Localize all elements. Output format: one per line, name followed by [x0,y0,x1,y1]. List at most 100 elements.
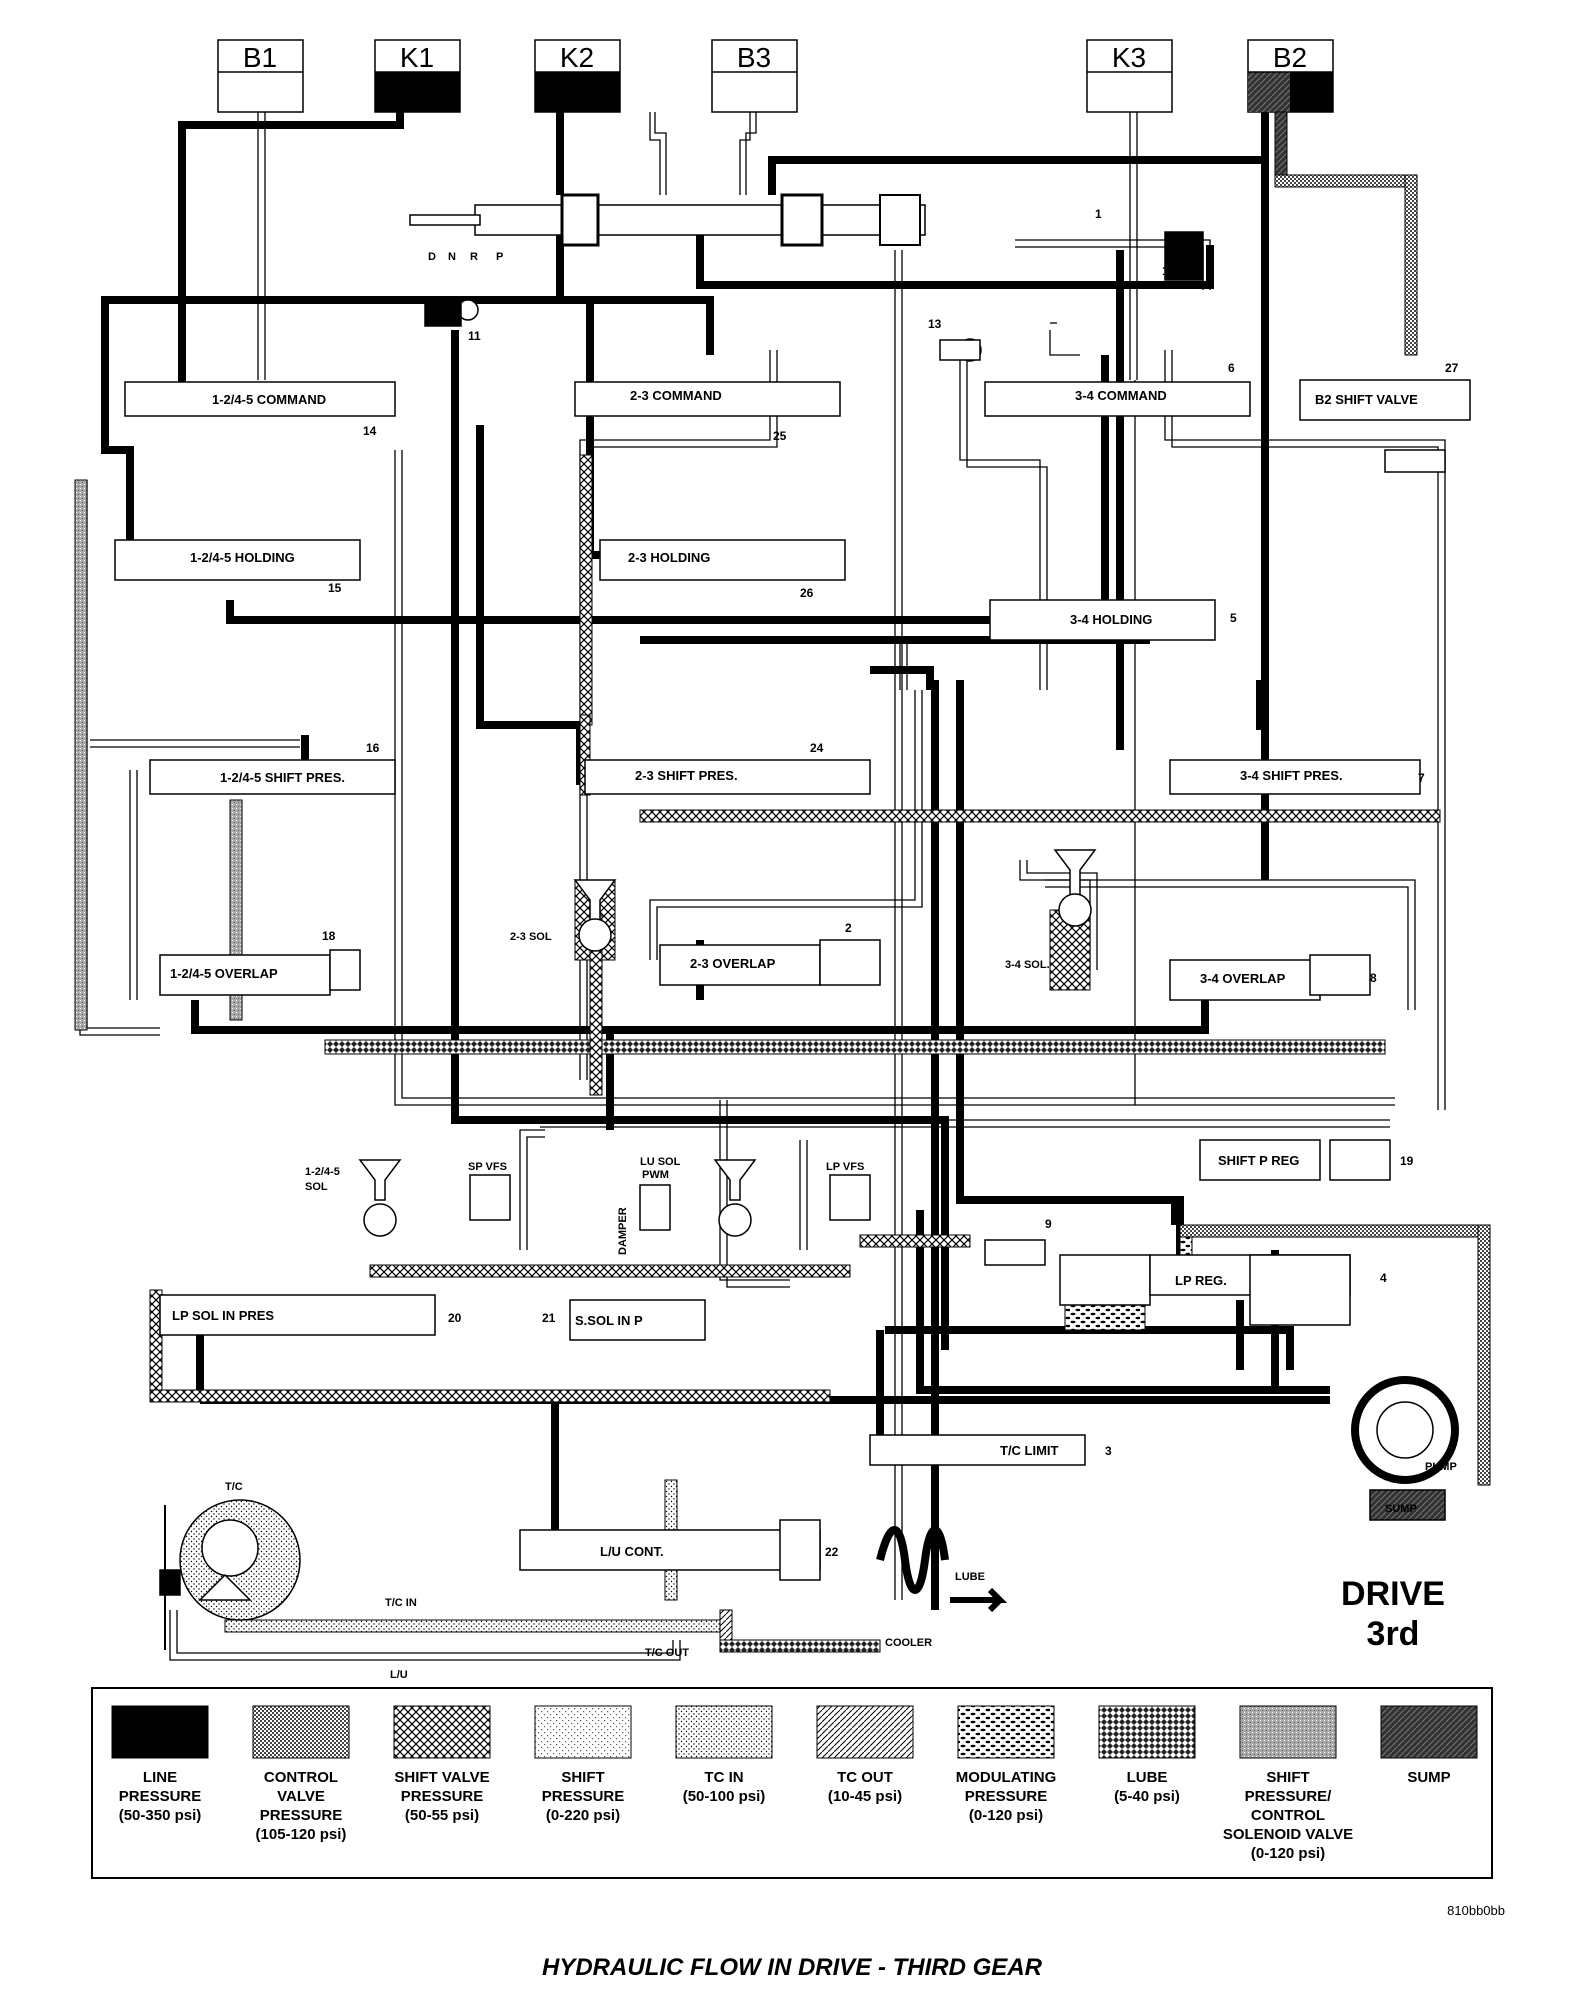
patterned-passages [74,111,1491,1653]
valve-lp-reg: LP REG. [1175,1273,1227,1288]
legend-text-line: CONTROL [264,1769,338,1786]
clutch-label: B1 [243,42,277,73]
legend-text-line: (0-120 psi) [969,1807,1043,1824]
valve-34-shift-pres: 3-4 SHIFT PRES. [1240,768,1343,783]
component-number-10: 10 [1162,264,1176,278]
legend-text-line: SHIFT [1266,1769,1309,1786]
component-number-24: 24 [810,741,824,755]
manual-valve-number: 1 [1095,207,1102,221]
legend-swatch [393,1705,491,1759]
component-number-21: 21 [542,1311,556,1325]
legend-text-line: (0-220 psi) [546,1807,620,1824]
manual-pos-n: N [448,251,456,263]
pump-label: PUMP [1425,1461,1457,1473]
legend-swatch [957,1705,1055,1759]
solenoid-lu-label-line1: LU SOL [640,1156,681,1168]
solenoid-sp-vfs-label: SP VFS [468,1161,507,1173]
valve-b2-shift: B2 SHIFT VALVE [1315,392,1418,407]
legend-swatch [816,1705,914,1759]
manual-pos-r: R [470,251,478,263]
legend-text-line: PRESSURE [260,1807,343,1824]
legend-text-line: PRESSURE [401,1788,484,1805]
component-number-6: 6 [1228,361,1235,375]
valve-1245-holding: 1-2/4-5 HOLDING [190,550,295,565]
legend-text-line: PRESSURE [965,1788,1048,1805]
legend-text-line: TC IN [704,1769,743,1786]
manual-pos-d: D [428,251,436,263]
valve-23-command: 2-3 COMMAND [630,388,722,403]
clutch-b1: B1 [217,39,304,113]
legend-text-line: SOLENOID VALVE [1223,1826,1353,1843]
solenoid-1245-label-line2: SOL [305,1181,328,1193]
component-number-7: 7 [1418,771,1425,785]
legend-item-sump: SUMP [1380,1705,1478,1786]
legend-swatch [534,1705,632,1759]
legend-swatch [675,1705,773,1759]
legend-item-lube: LUBE (5-40 psi) [1098,1705,1196,1805]
line-pressure-circuits [101,112,1330,1610]
valve-bodies [114,193,1471,1650]
valve-1245-overlap: 1-2/4-5 OVERLAP [170,966,278,981]
component-number-19: 19 [1400,1154,1414,1168]
valve-s-sol-in-p: S.SOL IN P [575,1313,643,1328]
legend-swatch [1239,1705,1337,1759]
valve-23-holding: 2-3 HOLDING [628,550,710,565]
manual-pos-p: P [496,251,503,263]
valve-1245-shift-pres: 1-2/4-5 SHIFT PRES. [220,770,345,785]
component-number-25: 25 [773,429,787,443]
component-number-9: 9 [1045,1217,1052,1231]
component-number-5: 5 [1230,611,1237,625]
legend-text-line: LUBE [1127,1769,1168,1786]
figure-code: 810bb0bb [1447,1903,1505,1918]
clutch-label: K3 [1112,42,1146,73]
legend-swatch [1380,1705,1478,1759]
legend-text-line: (5-40 psi) [1114,1788,1180,1805]
component-number-16: 16 [366,741,380,755]
legend-item-tcout: TC OUT(10-45 psi) [816,1705,914,1805]
legend-text-line: TC OUT [837,1769,893,1786]
legend-text-line: SHIFT VALVE [394,1769,489,1786]
component-number-18: 18 [322,929,336,943]
clutch-k1: K1 [374,39,461,113]
mode-gear-label: 3rd [1367,1615,1420,1653]
solenoid-lp-vfs-label: LP VFS [826,1161,864,1173]
cooler-label: COOLER [885,1637,932,1649]
tc-out-label: T/C OUT [645,1647,689,1659]
tc-in-label: T/C IN [385,1597,417,1609]
legend-text-line: (50-100 psi) [683,1788,766,1805]
clutch-label: B3 [737,42,771,73]
valve-34-command: 3-4 COMMAND [1075,388,1167,403]
legend-item-shiftvalve: SHIFT VALVE PRESSURE (50-55 psi) [393,1705,491,1824]
clutch-label: K1 [400,42,434,73]
legend-swatch [111,1705,209,1759]
valve-shift-p-reg: SHIFT P REG [1218,1153,1299,1168]
component-number-15: 15 [328,581,342,595]
solenoid-lu-label-line2: PWM [642,1169,669,1181]
control-passages [79,112,1446,1661]
valve-tc-limit: T/C LIMIT [1000,1443,1059,1458]
component-number-14: 14 [363,424,377,438]
legend-text-line: (50-55 psi) [405,1807,479,1824]
component-number-8: 8 [1370,971,1377,985]
valve-lu-cont: L/U CONT. [600,1544,664,1559]
clutch-b2: B2 [1247,39,1334,113]
sump-label: SUMP [1385,1503,1417,1515]
component-number-13: 13 [928,317,942,331]
component-number-3: 3 [1105,1444,1112,1458]
legend-text-line: PRESSURE/ [1245,1788,1333,1805]
legend-text-line: (105-120 psi) [256,1826,347,1843]
valve-23-overlap: 2-3 OVERLAP [690,956,776,971]
solenoid-23-label: 2-3 SOL [510,931,552,943]
torque-converter-label: T/C [225,1481,243,1493]
legend-text-line: SUMP [1407,1769,1450,1786]
component-number-26: 26 [800,586,814,600]
valve-34-overlap: 3-4 OVERLAP [1200,971,1286,986]
legend-text-line: LINE [143,1769,177,1786]
